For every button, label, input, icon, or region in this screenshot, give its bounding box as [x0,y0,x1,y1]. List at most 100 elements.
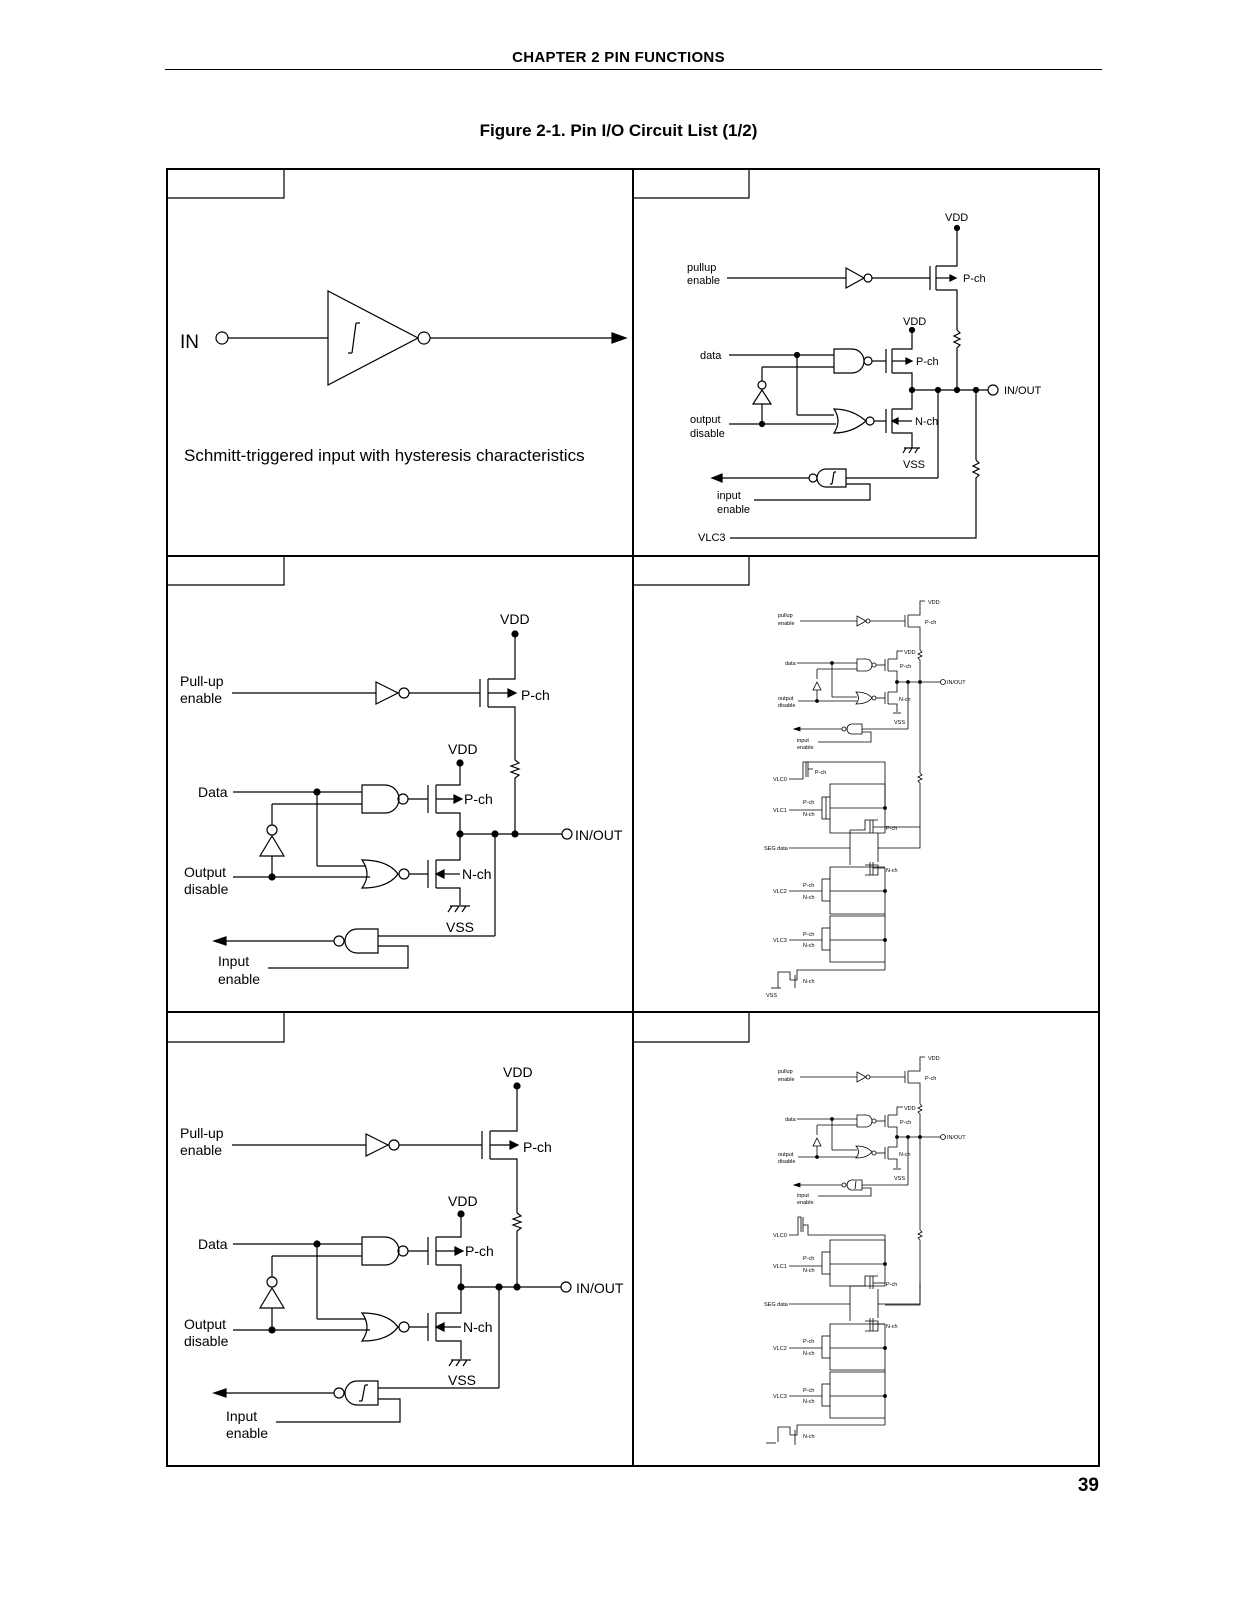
data-label: Data [198,784,228,800]
in-terminal [215,331,229,345]
data-label: data [785,661,797,667]
data-label: data [785,1117,797,1123]
nch-d-label: N-ch [803,1351,815,1357]
pullup-enable-label: enable [778,1077,795,1083]
type-tab-5 [167,1012,285,1043]
pch-label-2: P-ch [900,664,911,670]
pch-label-2: P-ch [465,1243,494,1259]
input-enable-label: enable [218,971,260,987]
data-label: data [700,350,722,362]
nch-b-label: N-ch [803,812,815,818]
pch-c-label: P-ch [886,1282,897,1288]
vss-label-2: VSS [766,993,777,999]
panel-2-io-circuit: VDD VDD P-ch P-ch N-ch VSS IN/OUT pullup… [687,212,1042,544]
panel-6-lcd-io-circuit: VDD VDD P-ch P-ch N-ch VSS IN/OUT pullup… [764,1056,966,1445]
seg-data-label: SEG data [764,846,789,852]
inout-label: IN/OUT [947,680,966,686]
input-enable-label: enable [797,745,814,751]
nch-label: N-ch [899,1152,911,1158]
panel-3-io-circuit: VDD VDD P-ch P-ch N-ch VSS IN/OUT Pull-u… [180,611,623,987]
panel-5-io-circuit: VDD VDD P-ch P-ch N-ch VSS IN/OUT Pull-u… [180,1064,624,1441]
input-enable-label: enable [226,1425,268,1441]
schmitt-buffer-symbol [327,290,420,386]
pullup-label: pullup [778,613,793,619]
pullup-label: pullup [687,262,716,274]
vdd-label: VDD [928,600,940,606]
type-tab-2 [633,169,750,199]
inverter-symbol [751,388,773,405]
input-enable-label: enable [797,1200,814,1206]
vlc3-label: VLC3 [773,938,787,944]
pch-label: P-ch [925,1076,936,1082]
type-tab-3 [167,556,285,586]
pch-b-label: P-ch [803,1256,814,1262]
input-label: Input [218,953,249,969]
vlc2-label: VLC2 [773,889,787,895]
vdd-label: VDD [503,1064,533,1080]
nch-b-label: N-ch [803,1268,815,1274]
nch-label: N-ch [899,697,911,703]
pch-label: P-ch [963,273,986,285]
data-label: Data [198,1236,228,1252]
nch-label: N-ch [915,416,938,428]
pullup-enable-label: enable [180,1142,222,1158]
input-enable-label: enable [717,504,750,516]
schmitt-caption: Schmitt-triggered input with hysteresis … [184,446,585,465]
pch-c-label: P-ch [886,826,897,832]
pullup-label: pullup [778,1069,793,1075]
pch-label: P-ch [523,1139,552,1155]
disable-label: disable [184,1333,229,1349]
vss-label: VSS [448,1372,476,1388]
input-label: input [797,738,809,744]
vss-label: VSS [446,919,474,935]
nch-label: N-ch [462,866,492,882]
output-label: Output [184,1316,226,1332]
page-number: 39 [1077,1475,1099,1496]
inout-terminal [560,1281,572,1293]
nch-d-label: N-ch [803,895,815,901]
output-arrow-icon [611,332,628,344]
hysteresis-icon [348,322,360,354]
vss-label: VSS [894,1176,905,1182]
pch-label-2: P-ch [916,356,939,368]
input-label: Input [226,1408,257,1424]
vlc3-label: VLC3 [773,1394,787,1400]
vlc0-label: VLC0 [773,777,787,783]
nor-gate-symbol [832,408,867,434]
type-tab-4 [633,556,750,586]
nch-f-label: N-ch [803,979,815,985]
input-label: input [797,1193,809,1199]
panel-4-lcd-io-circuit: VDD VDD P-ch P-ch N-ch VSS IN/OUT pullup… [764,600,966,999]
in-label: IN [180,332,199,353]
nand-gate-symbol [833,348,865,374]
vdd-label-2: VDD [448,741,478,757]
pullup-enable-label: enable [687,275,720,287]
pch-e-label: P-ch [803,932,814,938]
pch-label-2: P-ch [900,1120,911,1126]
disable-label: disable [778,1159,795,1165]
nch-e-label: N-ch [803,943,815,949]
nch-label: N-ch [463,1319,493,1335]
header-rule [165,69,1102,70]
vdd-label: VDD [945,212,968,224]
vdd-label-2: VDD [904,650,916,656]
vdd-label-2: VDD [903,316,926,328]
pullup-label: Pull-up [180,673,224,689]
panel-1-schmitt-input: IN Schmitt-triggered input with hysteres… [180,290,628,465]
pch-d-label: P-ch [803,1339,814,1345]
output-label: output [690,414,721,426]
inout-terminal [561,828,573,840]
inout-label: IN/OUT [947,1135,966,1141]
type-tab-1 [167,169,285,199]
inout-label: IN/OUT [575,827,623,843]
pch-e-label: P-ch [803,1388,814,1394]
output-label: output [778,696,794,702]
pch-d-label: P-ch [803,883,814,889]
nch-f-label: N-ch [803,1434,815,1440]
pullup-enable-label: enable [180,690,222,706]
pch-label: P-ch [925,620,936,626]
pch-b-label: P-ch [803,800,814,806]
vdd-label-2: VDD [448,1193,478,1209]
disable-label: disable [690,428,725,440]
